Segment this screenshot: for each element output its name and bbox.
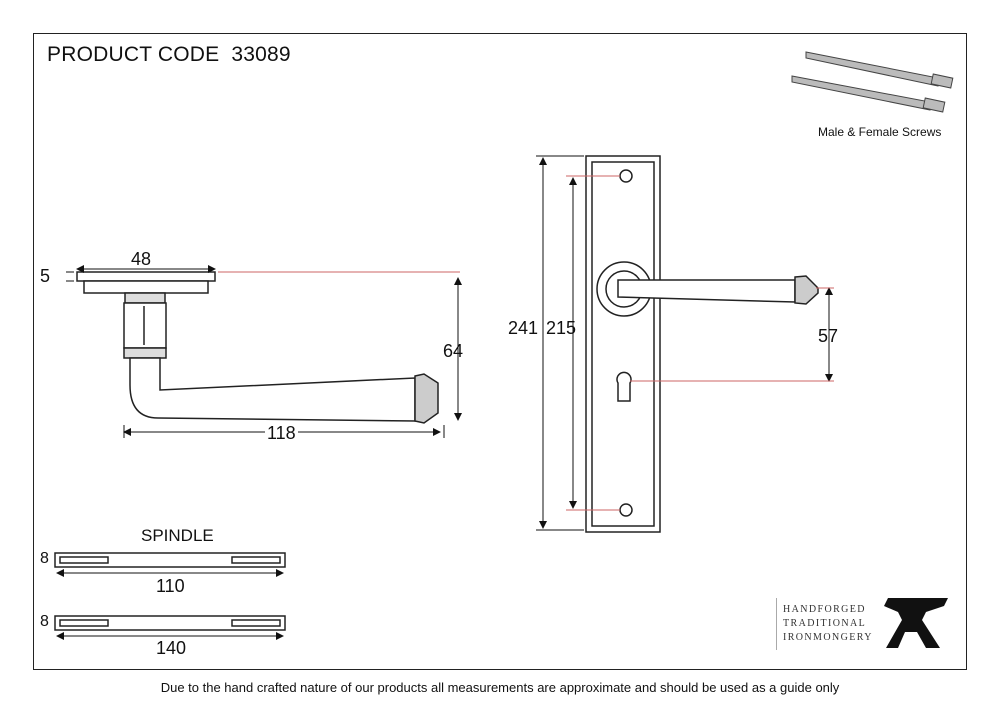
backplate-front-view [585, 155, 819, 533]
drawing-frame [33, 33, 967, 670]
lever-side-view [76, 271, 439, 424]
product-code-value: 33089 [231, 43, 291, 66]
dim-lever-length: 118 [265, 423, 298, 444]
front-view-dimension-lines [536, 155, 833, 531]
dim-plate-height: 241 [508, 318, 539, 338]
dim-spindle2-length: 140 [156, 638, 187, 658]
spindle-dimension-lines [56, 569, 284, 640]
brand-line-3: IRONMONGERY [783, 632, 873, 643]
dim-spindle1-length: 110 [156, 576, 185, 596]
spindle-title: SPINDLE [141, 526, 214, 545]
brand-block [776, 598, 877, 650]
anvil-logo-icon [884, 598, 948, 648]
spindle-140 [54, 615, 286, 631]
dim-rose-width: 48 [131, 249, 152, 269]
product-code-title: PRODUCT CODE 33089 [47, 43, 291, 67]
dim-lever-height: 64 [443, 341, 464, 361]
spindle-110 [54, 552, 286, 568]
screws-label: Male & Female Screws [818, 125, 942, 139]
screws-illustration [791, 51, 954, 113]
dim-spindle1-size: 8 [40, 550, 49, 567]
dim-rose-thickness: 5 [40, 266, 51, 286]
disclaimer-footer: Due to the hand crafted nature of our pr… [160, 680, 840, 695]
dim-spindle2-size: 8 [40, 613, 49, 630]
front-view-reference-lines [566, 175, 834, 511]
dim-lever-to-keyhole: 57 [818, 326, 839, 346]
product-code-label: PRODUCT CODE [47, 43, 220, 66]
brand-line-2: TRADITIONAL [783, 618, 867, 629]
dim-fixing-centres: 215 [546, 318, 577, 338]
brand-line-1: HANDFORGED [783, 604, 866, 615]
